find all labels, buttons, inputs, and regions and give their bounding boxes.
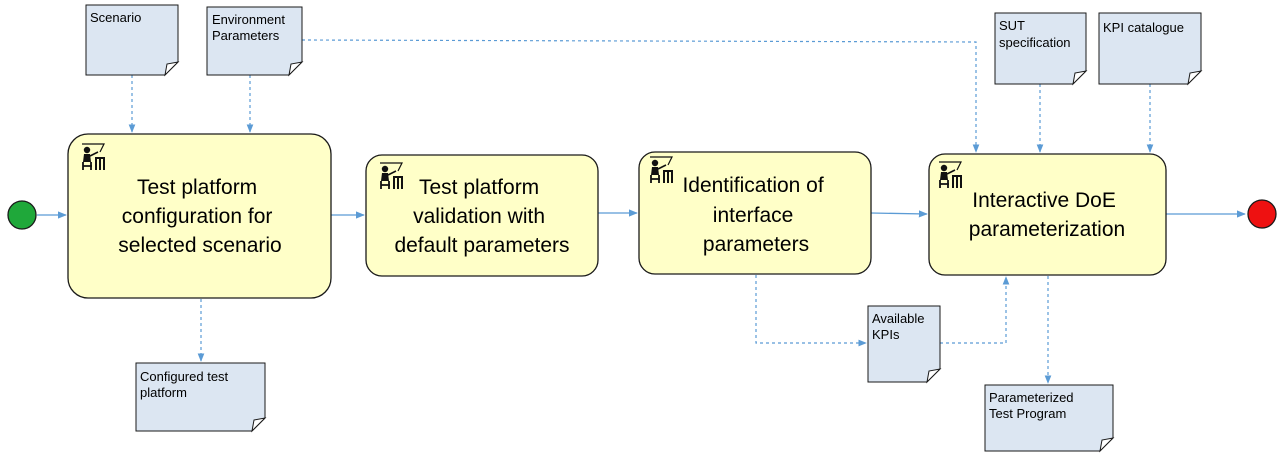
svg-text:Available KPIs: Available KPIs (872, 311, 928, 342)
task-label-line: parameters (703, 233, 809, 256)
doc-label-line: Parameterized (989, 390, 1074, 405)
flow-identification-to-doe (870, 210, 928, 218)
svg-text:Parameterized Test Progr: Parameterized Test Program (989, 390, 1077, 421)
task-label-line: parameterization (969, 218, 1125, 241)
doc-environment-parameters: Environment Parameters (206, 6, 304, 77)
doc-label-line: Parameters (212, 28, 280, 43)
task-label-line: selected scenario (118, 234, 281, 257)
svg-text:Test platform validation: Test platform validation with default pa… (394, 176, 569, 257)
task-interactive-doe-parameterization: Interactive DoE parameterization (928, 153, 1167, 276)
task-label-line: default parameters (394, 234, 569, 257)
doc-scenario: Scenario (85, 4, 180, 77)
task-label-line: configuration for (122, 205, 273, 228)
svg-text:Test platform configurat: Test platform configuration for selected… (118, 176, 281, 257)
start-event-icon (7, 200, 37, 230)
assoc-identification-to-kpis (755, 275, 867, 347)
task-label-line: interface (713, 204, 794, 227)
task-label-line: Interactive DoE (972, 189, 1116, 212)
end-event-icon (1247, 199, 1277, 229)
doc-available-kpis: Available KPIs (867, 305, 942, 384)
doc-label-line: Scenario (90, 10, 141, 25)
svg-text:Scenario: Scenario (90, 10, 141, 25)
assoc-environment-to-doe (301, 39, 980, 153)
doc-label-line: platform (140, 385, 187, 400)
doc-parameterized-test-program: Parameterized Test Program (984, 384, 1115, 453)
svg-text:Environment Parameters: Environment Parameters (212, 12, 289, 43)
doc-label-line: KPIs (872, 327, 900, 342)
doc-configured-test-platform: Configured test platform (135, 362, 267, 433)
task-label-line: Test platform (419, 176, 539, 199)
task-identification-interface-parameters: Identification of interface parameters (638, 151, 872, 275)
doc-sut-specification: SUT specification (994, 12, 1088, 86)
doc-label-line: KPI catalogue (1103, 20, 1184, 35)
task-test-platform-configuration: Test platform configuration for selected… (67, 133, 332, 299)
task-test-platform-validation: Test platform validation with default pa… (365, 154, 599, 277)
svg-text:KPI catalogue: KPI catalogue (1103, 20, 1184, 35)
doc-label-line: specification (999, 35, 1071, 50)
svg-text:Interactive DoE paramete: Interactive DoE parameterization (969, 189, 1125, 241)
task-label-line: Test platform (137, 176, 257, 199)
svg-text:SUT specification: SUT specification (999, 18, 1071, 50)
doc-label-line: Available (872, 311, 925, 326)
svg-text:Configured test platform: Configured test platform (140, 369, 232, 400)
doc-label-line: SUT (999, 18, 1025, 33)
task-label-line: Identification of (682, 174, 823, 197)
doc-label-line: Configured test (140, 369, 229, 384)
task-label-line: validation with (413, 205, 545, 228)
doc-label-line: Environment (212, 12, 285, 27)
doc-label-line: Test Program (989, 406, 1066, 421)
assoc-kpis-to-doe (940, 276, 1010, 344)
svg-text:Identification of interf: Identification of interface parameters (682, 174, 829, 256)
doc-kpi-catalogue: KPI catalogue (1098, 12, 1203, 86)
